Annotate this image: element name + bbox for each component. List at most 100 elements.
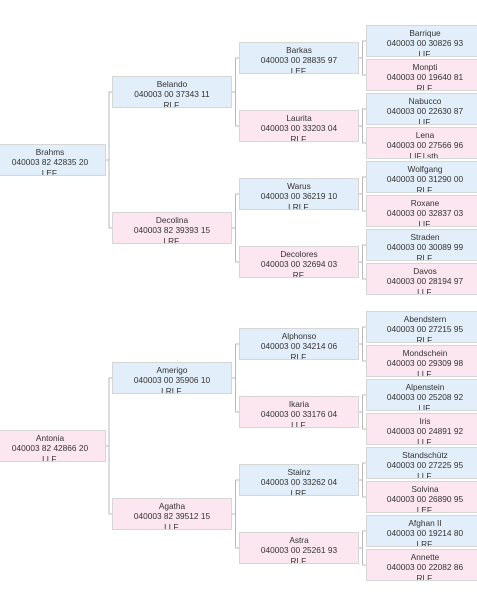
breed-code: RLF. (290, 555, 308, 564)
breed-code: RLF. (416, 184, 434, 193)
animal-name: Alphonso (281, 331, 317, 341)
registration-number: 040003 00 32837 03 (386, 208, 464, 219)
breed-code: RLF. (290, 133, 308, 142)
breed-code: LLF. (417, 368, 433, 377)
animal-name: Brahms (35, 147, 65, 157)
breed-code: LRLF. (161, 385, 183, 394)
registration-number: 040003 00 35906 10 (133, 375, 211, 386)
breed-code: LIF. (418, 48, 432, 57)
breed-code: LIF. (418, 218, 432, 227)
animal-name: Mondschein (402, 348, 448, 358)
animal-name: Standschütz (402, 450, 448, 460)
registration-number: 040003 00 19640 81 (386, 72, 464, 83)
registration-number: 040003 00 32694 03 (260, 259, 338, 270)
registration-number: 040003 00 27215 95 (386, 324, 464, 335)
registration-number: 040003 00 33176 04 (260, 409, 338, 420)
registration-number: 040003 00 30826 93 (386, 38, 464, 49)
animal-name: Barkas (286, 45, 312, 55)
breed-code: LLF. (42, 453, 58, 462)
breed-code: LLF. (291, 419, 307, 428)
breed-code: LLF. (417, 436, 433, 445)
breed-code: LEF. (41, 167, 59, 176)
breed-code: LLF. (164, 521, 180, 530)
breed-code: LEF. (290, 65, 308, 74)
animal-name: Abendstern (403, 314, 447, 324)
breed-code: RLF. (416, 82, 434, 91)
registration-number: 040003 00 34214 06 (260, 341, 338, 352)
registration-number: 040003 00 24891 92 (386, 426, 464, 437)
breed-code: RLF. (416, 572, 434, 581)
registration-number: 040003 82 42866 20 (11, 443, 89, 454)
registration-number: 040003 00 26890 95 (386, 494, 464, 505)
registration-number: 040003 00 27225 95 (386, 460, 464, 471)
registration-number: 040003 00 22082 86 (386, 562, 464, 573)
animal-name: Monpti (412, 62, 438, 72)
animal-name: Afghan II (408, 518, 442, 528)
breed-code: RLF. (416, 334, 434, 343)
registration-number: 040003 00 28835 97 (260, 55, 338, 66)
registration-number: 040003 00 30089 99 (386, 242, 464, 253)
breed-code: RLF. (416, 252, 434, 261)
animal-name: Antonia (35, 433, 65, 443)
animal-name: Ikaria (288, 399, 310, 409)
animal-name: Solvina (411, 484, 439, 494)
animal-name: Agatha (158, 501, 186, 511)
registration-number: 040003 82 42835 20 (11, 157, 89, 168)
animal-name: Nabucco (408, 96, 442, 106)
animal-name: Iris (419, 416, 431, 426)
animal-name: Stainz (287, 467, 311, 477)
animal-name: Warus (287, 181, 311, 191)
animal-name: Amerigo (156, 365, 188, 375)
animal-name: Astra (289, 535, 309, 545)
breed-code: LRF. (416, 538, 434, 547)
registration-number: 040003 00 33203 04 (260, 123, 338, 134)
animal-name: Straden (410, 232, 440, 242)
breed-code: LIF. (418, 116, 432, 125)
animal-name: Decolina (155, 215, 189, 225)
registration-number: 040003 00 22630 87 (386, 106, 464, 117)
registration-number: 040003 00 31290 00 (386, 174, 464, 185)
animal-name: Decolores (280, 249, 318, 259)
animal-name: Davos (413, 266, 437, 276)
registration-number: 040003 00 37343 11 (134, 89, 210, 100)
breed-code: RLF. (290, 351, 308, 360)
breed-code: LLF. (417, 286, 433, 295)
breed-code: LLF. (417, 470, 433, 479)
registration-number: 040003 82 39512 15 (133, 511, 211, 522)
registration-number: 040003 00 19214 80 (386, 528, 464, 539)
animal-name: Roxane (410, 198, 440, 208)
registration-number: 040003 00 27566 96 (386, 140, 464, 151)
